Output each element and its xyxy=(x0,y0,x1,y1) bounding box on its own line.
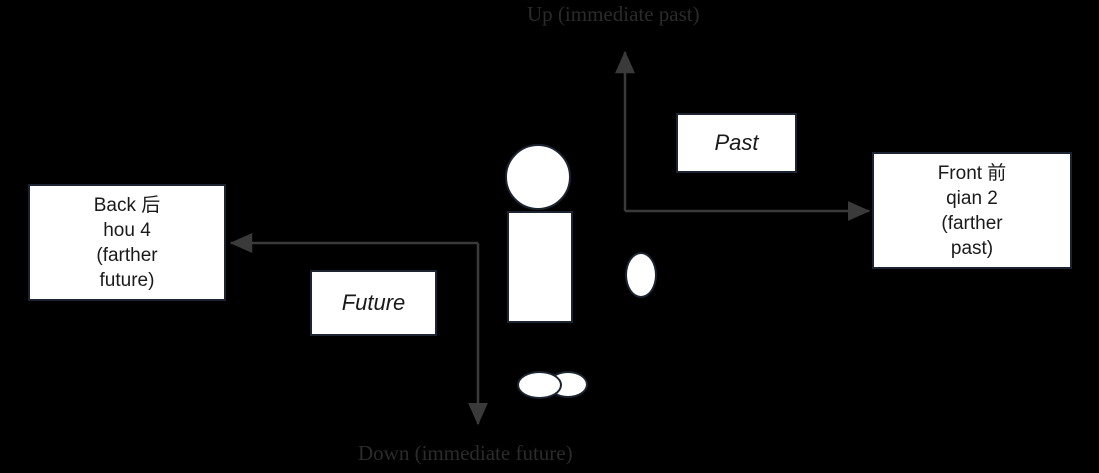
box-past: Past xyxy=(676,113,797,173)
box-back-hou: Back 后 hou 4 (farther future) xyxy=(28,184,226,301)
axis-label-down: Down (immediate future) xyxy=(358,441,573,465)
person-hand-icon xyxy=(625,252,657,298)
box-future: Future xyxy=(310,270,437,336)
person-foot-left-icon xyxy=(517,371,562,399)
box-front-qian: Front 前 qian 2 (farther past) xyxy=(872,152,1072,269)
person-body-icon xyxy=(507,211,573,323)
axis-label-up: Up (immediate past) xyxy=(527,2,700,26)
person-head-icon xyxy=(505,144,571,210)
